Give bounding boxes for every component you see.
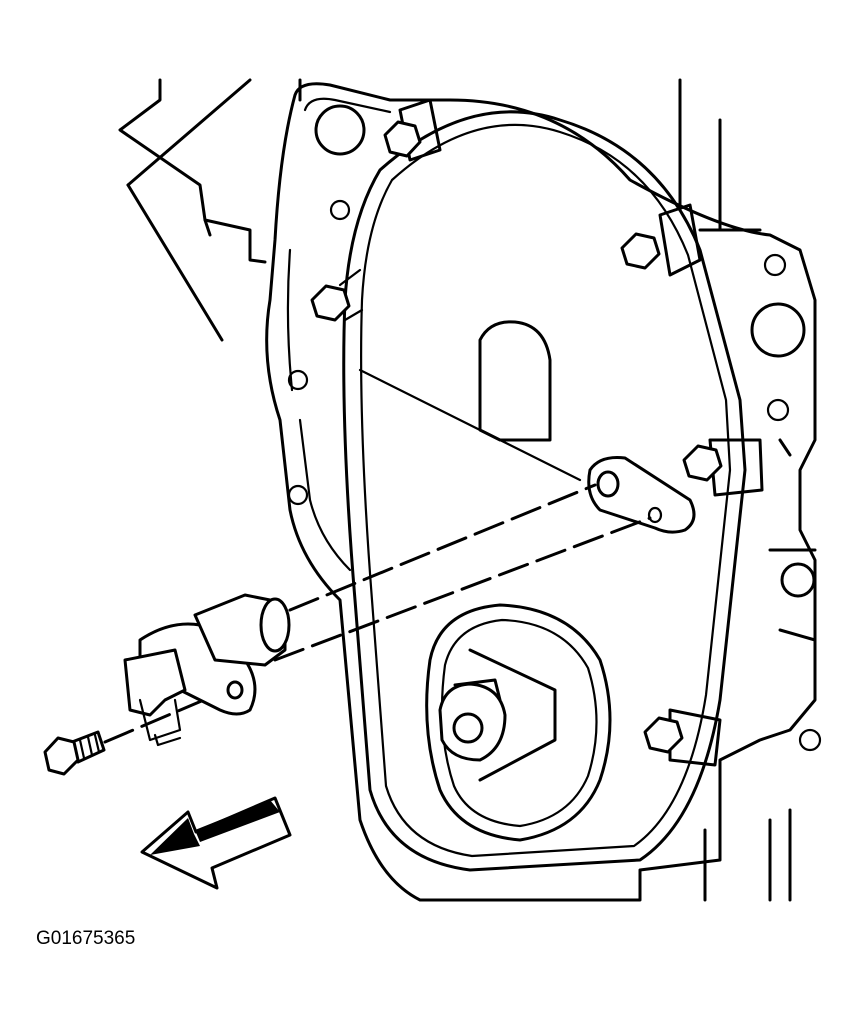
timing-cover (344, 112, 745, 870)
cover-bolt (385, 100, 440, 160)
pipe (705, 810, 790, 900)
cover-bolt (645, 710, 720, 765)
cover-flange (267, 84, 820, 900)
figure-id-label: G01675365 (36, 928, 136, 949)
cover-bolt (684, 440, 762, 495)
front-arrow-icon (142, 798, 290, 888)
crankshaft-position-sensor (125, 595, 289, 745)
alignment-dashes (105, 485, 650, 742)
engine-block-outline (120, 80, 790, 455)
sensor-mount-boss (589, 458, 694, 533)
cover-bolt (622, 205, 700, 275)
crankshaft-seal (427, 605, 610, 840)
sensor-bolt (45, 732, 104, 774)
cover-bolt (312, 270, 362, 320)
